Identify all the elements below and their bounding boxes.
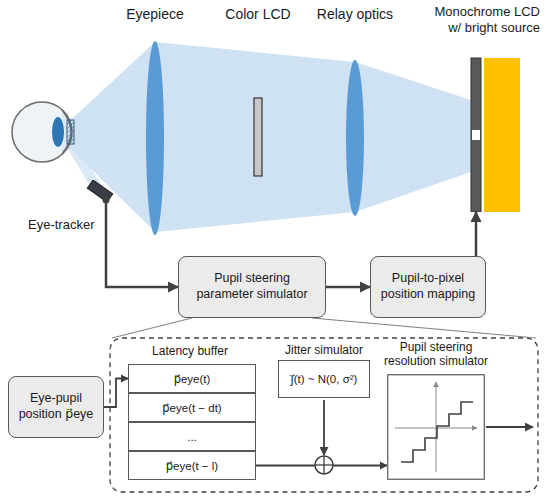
buffer-cell: p⃗eye(t − dt) (128, 393, 256, 422)
buffer-cell: ... (128, 422, 256, 451)
node-label: p⃗eye(t − l) (166, 459, 218, 473)
sum-junction (315, 456, 333, 474)
staircase-plot (387, 374, 485, 480)
buffer-cell: p⃗eye(t − l) (128, 451, 256, 480)
sum-junction (323, 456, 324, 474)
node-label: Monochrome LCD w/ bright source (424, 4, 540, 37)
node-label: Pupil-to-pixel position mapping (377, 271, 479, 302)
eyeball (12, 102, 72, 162)
wire (105, 200, 108, 234)
process-box: Pupil-to-pixel position mapping (370, 256, 486, 318)
signal-arrow (104, 379, 128, 408)
node-label: ... (187, 431, 197, 443)
zoom-line (112, 318, 192, 338)
relay-lens (346, 60, 364, 216)
zoom-line (312, 318, 536, 338)
node-label: Pupil steering resolution simulator (373, 340, 499, 369)
mono-lcd-panel (471, 58, 481, 212)
signal-arrow (475, 212, 478, 256)
node-label: Eye-pupil position p⃗eye (15, 391, 97, 422)
output-arrow (486, 426, 533, 428)
signal-arrow (326, 286, 370, 289)
node-label: Eye-tracker (28, 217, 94, 232)
light-cone (62, 42, 471, 232)
buffer-stack: Latency bufferp⃗eye(t)p⃗eye(t − dt)...p⃗… (122, 342, 258, 482)
node-label: p⃗eye(t) (174, 372, 211, 386)
formula-label: j⃗(t) ~ N(0, σ²) (278, 360, 370, 398)
node-label: Latency buffer (116, 344, 264, 358)
display-panel: Monochrome LCD w/ bright source (424, 4, 540, 212)
process-box: Pupil steering parameter simulator (178, 256, 326, 318)
pupil-marker (67, 120, 74, 144)
eyepiece-lens (146, 41, 164, 235)
bright-source (484, 58, 520, 212)
signal-arrow (106, 234, 178, 287)
quantizer-block: Pupil steering resolution simulator (387, 340, 485, 480)
color-lcd-panel (254, 98, 262, 176)
wire-dot (103, 197, 110, 204)
eye-lens (52, 117, 64, 147)
jitter-arrow (323, 400, 325, 455)
input-box: Eye-pupil position p⃗eye (8, 376, 104, 438)
staircase-curve (401, 402, 473, 462)
jitter-block: Jitter simulatorj⃗(t) ~ N(0, σ²) (278, 342, 370, 398)
detail-region (110, 338, 538, 492)
buffer-cell: p⃗eye(t) (128, 364, 256, 393)
part-label: Eyepiece (126, 6, 184, 22)
node-label: Jitter simulator (266, 343, 382, 357)
node-label: p⃗eye(t − dt) (162, 401, 221, 415)
part-label: Color LCD (225, 6, 290, 22)
eye-tracker: Eye-tracker (28, 180, 118, 234)
plot-frame (388, 375, 485, 480)
open-pixel (472, 130, 480, 140)
node-label: Pupil steering parameter simulator (185, 271, 319, 302)
part-label: Relay optics (317, 6, 393, 22)
